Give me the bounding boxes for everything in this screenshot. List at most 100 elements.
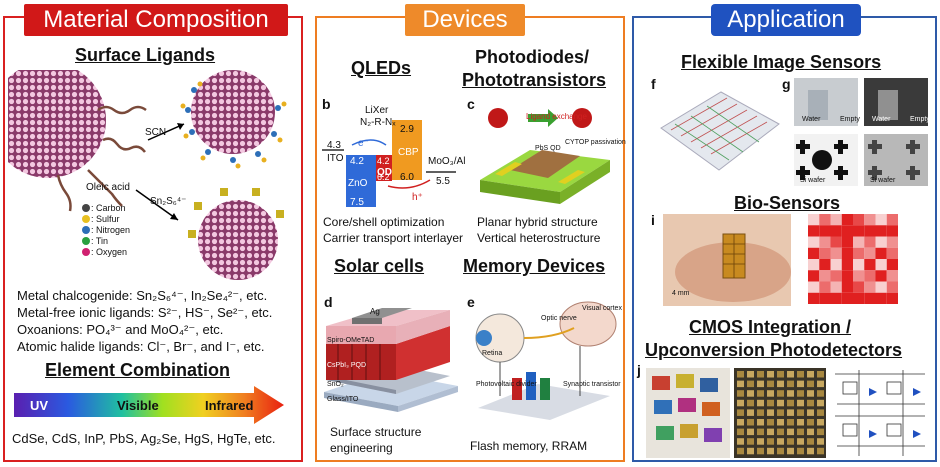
cbp-bottom: 6.0 bbox=[400, 172, 414, 183]
heatmap-cell bbox=[830, 247, 842, 259]
panel-label-e: e bbox=[467, 294, 475, 310]
cmos-pixel bbox=[807, 371, 814, 378]
cmos-title-1: CMOS Integration / bbox=[689, 317, 851, 337]
material-composition-header: Material Composition bbox=[24, 4, 288, 36]
cmos-pixel bbox=[767, 428, 774, 436]
cmos-pixel bbox=[747, 428, 754, 436]
hole-label: h⁺ bbox=[412, 192, 423, 203]
heatmap-cell bbox=[808, 247, 820, 259]
qled-caption-2: Carrier transport interlayer bbox=[323, 231, 464, 245]
heatmap-cell bbox=[886, 281, 898, 293]
legend-oxygen: : Oxygen bbox=[91, 247, 128, 257]
electron-label: e⁻ bbox=[358, 138, 369, 149]
ligand-line-2: Metal-free ionic ligands: S²⁻, HS⁻, Se²⁻… bbox=[17, 305, 273, 320]
heatmap-cell bbox=[808, 281, 820, 293]
solar-cell-stack bbox=[324, 308, 458, 412]
zno-bottom: 7.5 bbox=[350, 197, 364, 208]
cmos-pixel bbox=[817, 390, 824, 397]
cmos-pixel bbox=[747, 438, 754, 445]
cmos-pixel bbox=[787, 409, 794, 416]
qled-band-diagram bbox=[322, 120, 456, 207]
cmos-pixel bbox=[817, 447, 824, 455]
heatmap-cell bbox=[853, 281, 865, 293]
heatmap-cell bbox=[841, 247, 853, 259]
spectrum-uv: UV bbox=[30, 398, 49, 413]
heatmap-cell bbox=[875, 281, 887, 293]
g-empty-2: Empty bbox=[910, 116, 930, 123]
ligand-exchange-label: Ligand exchange bbox=[526, 112, 587, 121]
heatmap-cell bbox=[841, 281, 853, 293]
heatmap-cell bbox=[830, 236, 842, 248]
moo-label: MoO₃/Al bbox=[428, 156, 466, 167]
panel-label-g: g bbox=[782, 76, 791, 92]
heatmap-cell bbox=[853, 259, 865, 271]
heatmap-cell bbox=[819, 225, 831, 237]
cmos-pixel bbox=[757, 447, 764, 455]
qled-caption-1: Core/shell optimization bbox=[323, 215, 445, 229]
cmos-pixel bbox=[787, 371, 794, 378]
heatmap-cell bbox=[841, 292, 853, 304]
heatmap-cell bbox=[830, 225, 842, 237]
cmos-pixel bbox=[797, 428, 804, 436]
g-water-2: Water bbox=[872, 116, 891, 123]
heatmap-cell bbox=[886, 214, 898, 226]
heatmap-cell bbox=[864, 236, 876, 248]
cmos-chips-photo bbox=[646, 368, 730, 458]
cmos-pixel bbox=[807, 428, 814, 436]
panel-label-f: f bbox=[651, 76, 656, 92]
heatmap-cell bbox=[864, 292, 876, 304]
cmos-pixel bbox=[747, 371, 754, 378]
qd-top: 4.2 bbox=[377, 156, 390, 166]
heatmap-cell bbox=[819, 236, 831, 248]
cmos-pixel bbox=[807, 380, 814, 388]
element-combination-title: Element Combination bbox=[45, 360, 231, 380]
cmos-pixel bbox=[737, 438, 744, 445]
ligand-line-1: Metal chalcogenide: Sn₂S₆⁴⁻, In₂Se₄²⁻, e… bbox=[17, 288, 268, 303]
cmos-pixel bbox=[777, 438, 784, 445]
photodiodes-title-2: Phototransistors bbox=[462, 70, 607, 90]
heatmap-cell bbox=[853, 225, 865, 237]
heatmap-cell bbox=[853, 270, 865, 282]
cmos-pixel bbox=[747, 380, 754, 388]
cmos-pixel bbox=[797, 380, 804, 388]
g-water-1: Water bbox=[802, 116, 821, 123]
heatmap-cell bbox=[853, 236, 865, 248]
cmos-title-2: Upconversion Photodetectors bbox=[645, 340, 903, 360]
retina-label: Retina bbox=[482, 350, 503, 357]
heatmap-cell bbox=[841, 259, 853, 271]
moo-value: 5.5 bbox=[436, 176, 450, 187]
element-list: CdSe, CdS, InP, PbS, Ag₂Se, HgS, HgTe, e… bbox=[12, 431, 276, 446]
cmos-pixel bbox=[737, 447, 744, 455]
flexible-sensor-image bbox=[660, 91, 780, 171]
heatmap-cell bbox=[808, 259, 820, 271]
zno-label: ZnO bbox=[348, 178, 368, 189]
cmos-pixel bbox=[777, 380, 784, 388]
photovoltaic-label: Photovoltaic divider bbox=[476, 381, 537, 388]
surface-ligands-title: Surface Ligands bbox=[75, 45, 216, 65]
heatmap-cell bbox=[886, 270, 898, 282]
bio-sensors-title: Bio-Sensors bbox=[734, 193, 841, 213]
cmos-pixel bbox=[767, 371, 774, 378]
cmos-pixel bbox=[767, 399, 774, 407]
heatmap-cell bbox=[808, 214, 820, 226]
memory-illustration bbox=[475, 301, 617, 420]
heatmap-cell bbox=[864, 225, 876, 237]
solar-caption-1: Surface structure bbox=[330, 425, 422, 439]
qd-label: QD bbox=[377, 167, 392, 178]
scn-label: SCN bbox=[145, 127, 167, 138]
heatmap-cell bbox=[819, 214, 831, 226]
photodiodes-title-1: Photodiodes/ bbox=[475, 47, 589, 67]
photodiode-caption-1: Planar hybrid structure bbox=[477, 215, 598, 229]
heatmap-cell bbox=[875, 292, 887, 304]
cmos-pixel bbox=[737, 371, 744, 378]
heatmap-cell bbox=[886, 236, 898, 248]
cmos-pixel bbox=[787, 428, 794, 436]
svg-text:Oleic acid: Oleic acid bbox=[86, 182, 130, 193]
ligand-illustration: Oleic acid bbox=[8, 70, 287, 280]
cmos-pixel bbox=[787, 438, 794, 445]
heatmap-cell bbox=[841, 236, 853, 248]
photodiode-illustration bbox=[480, 108, 610, 204]
cmos-pixel bbox=[767, 390, 774, 397]
ito-value: 4.3 bbox=[327, 140, 341, 151]
cmos-pixel bbox=[807, 447, 814, 455]
